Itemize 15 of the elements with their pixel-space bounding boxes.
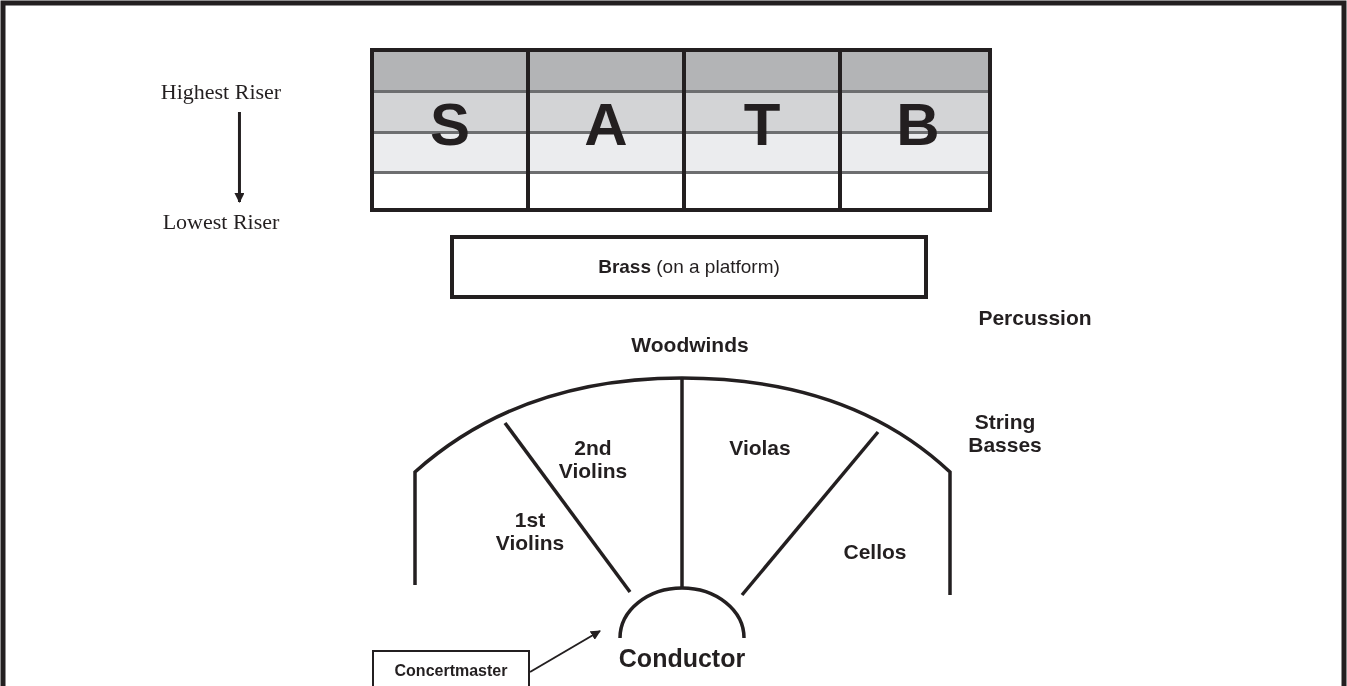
section-label: Violas [728,436,792,459]
concertmaster-box: Concertmaster [372,650,530,686]
arrow [529,630,601,673]
choir-riser-grid [370,48,992,212]
brass-platform: Brass (on a platform) [450,235,928,299]
direction-arrow [234,112,245,203]
section-label: 2nd Violins [557,436,629,482]
section-label: 1st Violins [494,508,566,554]
conductor-label: Conductor [617,644,747,673]
section-label: Cellos [842,540,908,563]
section-label: Percussion [977,306,1093,329]
riser-label: Highest Riser [150,76,292,108]
section-label: Woodwinds [630,333,750,356]
section-label: String Basses [967,410,1043,456]
riser-label: Lowest Riser [150,206,292,238]
